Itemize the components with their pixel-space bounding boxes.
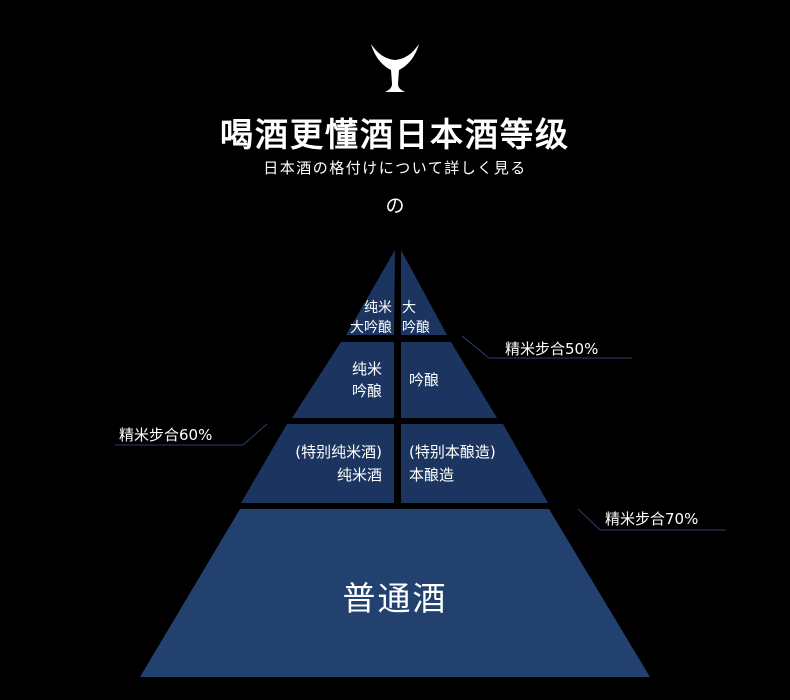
marker-60-line — [115, 423, 268, 446]
tier1-left-line2: 大吟酿 — [350, 320, 392, 336]
tier1-right-line1: 大 — [402, 300, 416, 316]
tier3-right-block — [401, 424, 548, 503]
subtitle-char: の — [385, 195, 405, 217]
page-subtitle: 日本酒の格付けについて詳しく見る — [263, 159, 527, 177]
page-title: 喝酒更懂酒日本酒等级 — [220, 115, 570, 154]
tier3-left-block — [241, 424, 394, 503]
tier2-left-label: 纯米 吟酿 — [330, 358, 382, 402]
tier2-right-block — [401, 342, 497, 418]
marker-70-label: 精米步合70% — [605, 510, 699, 528]
tier1-right-line2: 吟酿 — [402, 320, 430, 336]
marker-70-line — [577, 508, 726, 531]
tier2-right-label: 吟酿 — [409, 369, 469, 391]
marker-60-label: 精米步合60% — [119, 426, 213, 444]
tier3-left-line2: 纯米酒 — [336, 466, 382, 484]
marker-50-label: 精米步合50% — [505, 340, 599, 358]
tier3-right-line2: 本酿造 — [409, 466, 455, 484]
tier3-left-label: (特别纯米酒) 纯米酒 — [270, 441, 382, 487]
tier1-right-block — [401, 250, 447, 335]
tier2-left-line2: 吟酿 — [351, 382, 382, 400]
base-label: 普通酒 — [342, 579, 448, 618]
tier2-left-line1: 纯米 — [351, 360, 382, 378]
base-block — [140, 509, 650, 677]
tier3-right-label: (特别本酿造) 本酿造 — [409, 441, 529, 487]
sake-cup-logo-icon — [371, 44, 419, 92]
tier3-left-line1: (特别纯米酒) — [295, 443, 382, 461]
tier1-left-line1: 纯米 — [364, 300, 392, 316]
tier3-right-line1: (特别本酿造) — [409, 443, 496, 461]
tier1-left-label: 纯米 大吟酿 — [330, 298, 392, 338]
tier2-right-line1: 吟酿 — [409, 371, 440, 389]
tier1-left-block — [346, 250, 395, 335]
marker-50-line — [461, 335, 632, 359]
tier1-right-label: 大 吟酿 — [402, 298, 452, 338]
tier2-left-block — [292, 342, 394, 418]
